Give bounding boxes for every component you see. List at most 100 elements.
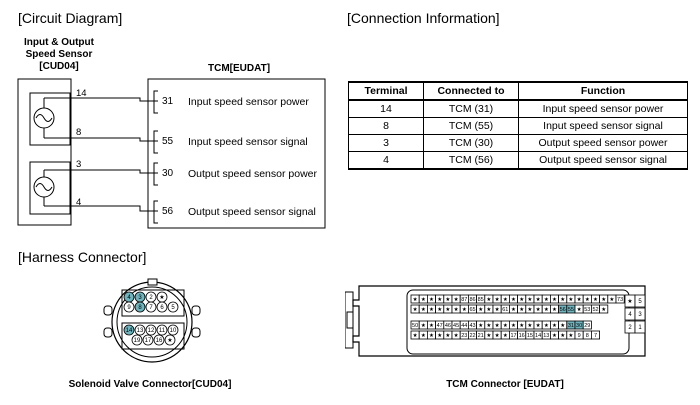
solenoid-pin-shape bbox=[145, 301, 157, 313]
tcm-pin: ★ bbox=[536, 297, 541, 303]
tcm-side-pin: 1 bbox=[638, 325, 642, 331]
tcm-pin: ★ bbox=[544, 297, 549, 303]
tcm-side-pin: 3 bbox=[638, 312, 642, 318]
solenoid-pin-shape bbox=[156, 301, 168, 313]
cell-function: Input speed sensor signal bbox=[518, 117, 688, 135]
tcm-pin: 17 bbox=[510, 333, 516, 339]
tcm-pin: ★ bbox=[437, 307, 442, 313]
solenoid-pin: 12 bbox=[148, 328, 155, 334]
tcm-pin-shape bbox=[599, 304, 609, 314]
solenoid-pin-shape bbox=[167, 324, 179, 336]
cell-function: Input speed sensor power bbox=[518, 99, 688, 118]
tcm-pin-bracket bbox=[153, 90, 158, 114]
solenoid-pin: 13 bbox=[137, 328, 144, 334]
cell-connected-to: TCM (55) bbox=[423, 117, 519, 135]
tcm-terminal-31: 31 bbox=[162, 96, 174, 107]
solenoid-pin-shape bbox=[167, 301, 179, 313]
tcm-side-pin: 5 bbox=[638, 299, 642, 305]
tcm-pin: 45 bbox=[453, 323, 459, 329]
tcm-pin: ★ bbox=[478, 307, 483, 313]
tcm-pin: 14 bbox=[535, 333, 541, 339]
sensor-title-line2: Speed Sensor bbox=[25, 49, 93, 60]
tcm-pin: ★ bbox=[437, 333, 442, 339]
tcm-pin: ★ bbox=[519, 307, 524, 313]
tcm-box bbox=[147, 78, 326, 229]
tcm-pin: 52 bbox=[592, 307, 598, 313]
tcm-side-pin: 2 bbox=[628, 325, 632, 331]
wire-14 bbox=[70, 97, 158, 102]
solenoid-pin: ★ bbox=[159, 294, 164, 301]
solenoid-pin-shape bbox=[131, 334, 143, 346]
tcm-pin: ★ bbox=[552, 307, 557, 313]
tcm-pin: ★ bbox=[413, 307, 418, 313]
tcm-pin: ★ bbox=[527, 297, 532, 303]
tcm-pin: ★ bbox=[486, 333, 491, 339]
pin-label-3: 3 bbox=[76, 159, 82, 170]
tcm-latch-inner bbox=[346, 311, 354, 329]
solenoid-pin: 14 bbox=[126, 328, 133, 334]
tcm-terminal-55: 55 bbox=[162, 136, 174, 147]
function-label: Output speed sensor power bbox=[188, 168, 317, 180]
tcm-pin: 61 bbox=[502, 307, 508, 313]
tcm-pin: 65 bbox=[469, 307, 475, 313]
pin-group-frame bbox=[121, 322, 185, 350]
tcm-pin: 31 bbox=[568, 323, 574, 329]
wire-8 bbox=[70, 137, 158, 142]
tcm-pin: ★ bbox=[486, 297, 491, 303]
tcm-pin: 56 bbox=[560, 307, 566, 313]
tcm-side-pin-shape bbox=[634, 307, 646, 321]
tcm-pin: ★ bbox=[445, 297, 450, 303]
tcm-pin: 47 bbox=[437, 323, 443, 329]
tcm-terminal-30: 30 bbox=[162, 168, 174, 179]
pin-group-frame bbox=[121, 289, 185, 317]
tcm-side-pin-shape bbox=[634, 294, 646, 308]
tcm-pin: ★ bbox=[601, 307, 606, 313]
solenoid-pin: 5 bbox=[171, 305, 175, 311]
tcm-pin: 22 bbox=[469, 333, 475, 339]
cell-function: Output speed sensor power bbox=[518, 134, 688, 152]
solenoid-lug bbox=[103, 305, 113, 316]
tcm-pin: ★ bbox=[421, 333, 426, 339]
tcm-pin-bracket bbox=[153, 200, 158, 224]
cell-terminal: 4 bbox=[348, 151, 424, 170]
tcm-latch bbox=[345, 291, 354, 349]
solenoid-pin-shape bbox=[123, 324, 135, 336]
tcm-pin: ★ bbox=[503, 323, 508, 329]
tcm-pin: 16 bbox=[519, 333, 525, 339]
solenoid-pin: 4 bbox=[127, 295, 131, 301]
pin-label-4: 4 bbox=[76, 197, 82, 208]
solenoid-pin-shape bbox=[164, 334, 176, 346]
tcm-pin: ★ bbox=[568, 297, 573, 303]
header-connected-to: Connected to bbox=[423, 81, 519, 101]
tcm-title: TCM[EUDAT] bbox=[208, 63, 271, 74]
solenoid-pin: 2 bbox=[149, 295, 153, 301]
cell-terminal: 14 bbox=[348, 99, 424, 118]
table-row: 8 TCM (55) Input speed sensor signal bbox=[348, 117, 688, 135]
sensor-title-line3: [CUD04] bbox=[39, 61, 79, 72]
cell-terminal: 8 bbox=[348, 117, 424, 135]
solenoid-pin: 6 bbox=[160, 305, 164, 311]
tcm-pin: ★ bbox=[552, 323, 557, 329]
solenoid-pin-shape bbox=[156, 324, 168, 336]
table-row: 4 TCM (56) Output speed sensor signal bbox=[348, 151, 688, 170]
tcm-pin: ★ bbox=[454, 333, 459, 339]
solenoid-pin: 3 bbox=[138, 295, 142, 301]
tcm-pin: ★ bbox=[421, 297, 426, 303]
tcm-pin: ★ bbox=[511, 323, 516, 329]
harness-connector-title: [Harness Connector] bbox=[18, 249, 147, 265]
function-label: Input speed sensor signal bbox=[188, 136, 308, 148]
solenoid-pin-shape bbox=[134, 301, 146, 313]
tcm-pin: 13 bbox=[543, 333, 549, 339]
tcm-pin: ★ bbox=[511, 307, 516, 313]
solenoid-pin: 19 bbox=[134, 338, 141, 344]
tcm-terminal-56: 56 bbox=[162, 206, 174, 217]
tcm-pin: ★ bbox=[577, 307, 582, 313]
solenoid-key bbox=[147, 278, 158, 286]
tcm-pin: ★ bbox=[527, 323, 532, 329]
solenoid-pin: 8 bbox=[138, 305, 142, 311]
tcm-pin: 73 bbox=[617, 297, 623, 303]
solenoid-caption: Solenoid Valve Connector[CUD04] bbox=[68, 379, 232, 390]
